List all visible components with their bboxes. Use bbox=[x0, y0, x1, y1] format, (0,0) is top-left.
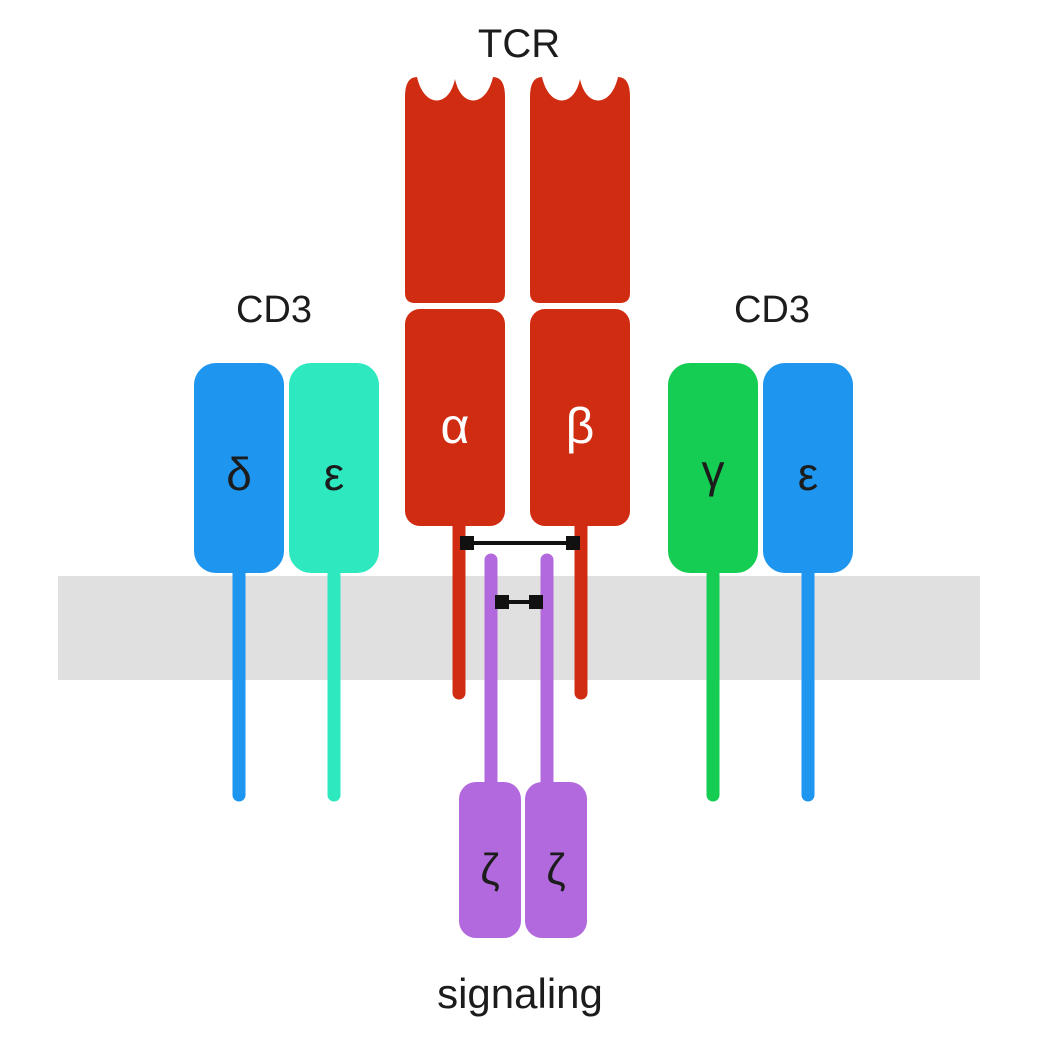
disulfide-bond-alpha-beta bbox=[460, 536, 580, 550]
disulfide-bond-alpha-beta-right-cap bbox=[566, 536, 580, 550]
alpha-chain-label: α bbox=[441, 398, 470, 454]
cd3-epsilon-left-subunit bbox=[289, 363, 379, 573]
cd3-left-label: CD3 bbox=[236, 289, 312, 331]
disulfide-bond-zeta-zeta-right-cap bbox=[529, 595, 543, 609]
signaling-label: signaling bbox=[437, 970, 603, 1017]
cd3-epsilon-right-subunit bbox=[763, 363, 853, 573]
tcr-label: TCR bbox=[478, 22, 560, 66]
cell-membrane bbox=[58, 576, 980, 680]
zeta-right-chain-label: ζ bbox=[546, 845, 565, 894]
tcr-beta-variable-domain bbox=[530, 77, 630, 303]
zeta-left-body bbox=[459, 782, 521, 938]
disulfide-bond-alpha-beta-left-cap bbox=[460, 536, 474, 550]
tcr-alpha-constant-domain bbox=[405, 309, 505, 526]
epsilon-right-chain-label: ε bbox=[798, 448, 819, 500]
disulfide-bond-zeta-zeta-left-cap bbox=[495, 595, 509, 609]
beta-chain-label: β bbox=[566, 398, 595, 454]
cd3-delta-subunit bbox=[194, 363, 284, 573]
tcr-alpha-variable-domain bbox=[405, 77, 505, 303]
gamma-chain-label: γ bbox=[702, 445, 725, 497]
epsilon-left-chain-label: ε bbox=[324, 448, 345, 500]
zeta-right-body bbox=[525, 782, 587, 938]
cd3-gamma-subunit bbox=[668, 363, 758, 573]
zeta-left-chain-label: ζ bbox=[480, 845, 499, 894]
disulfide-bond-zeta-zeta bbox=[495, 595, 543, 609]
tcr-beta-constant-domain bbox=[530, 309, 630, 526]
delta-chain-label: δ bbox=[226, 448, 252, 500]
cd3-right-label: CD3 bbox=[734, 289, 810, 331]
